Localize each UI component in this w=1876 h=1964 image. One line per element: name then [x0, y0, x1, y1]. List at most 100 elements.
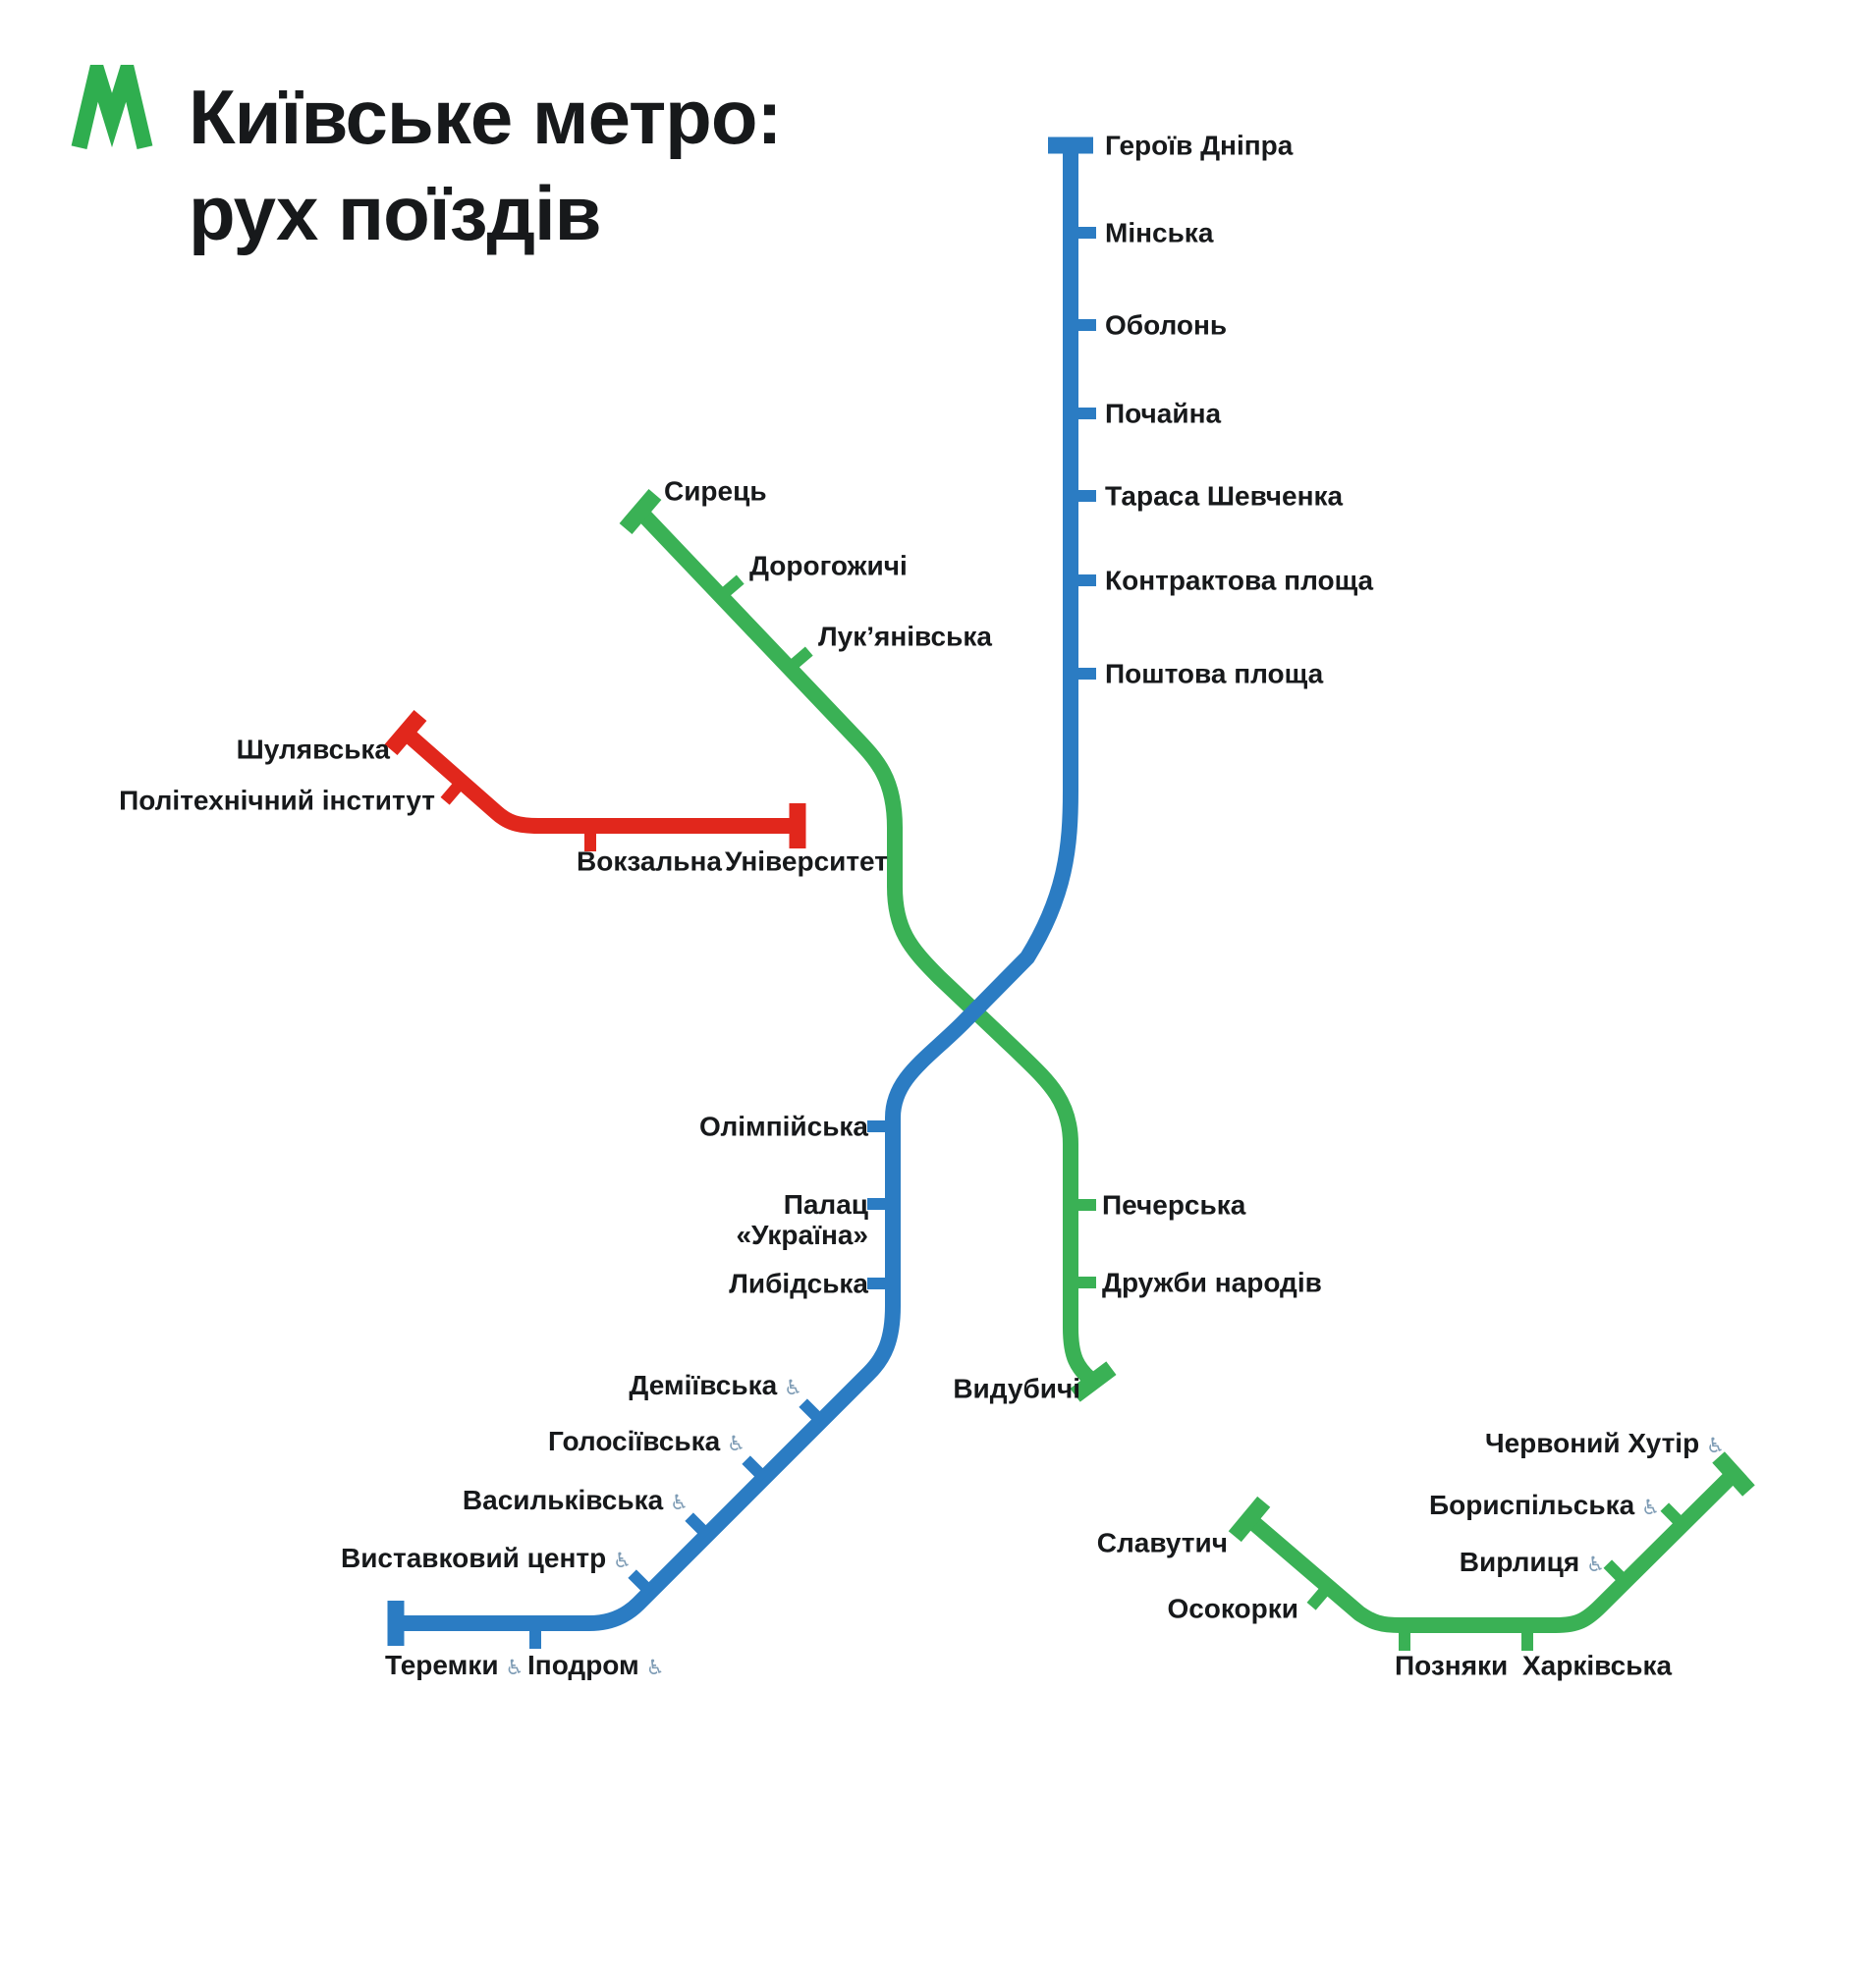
station-label: Славутич [1097, 1528, 1228, 1558]
station-label: Осокорки [1167, 1594, 1298, 1624]
station-label: Іподром ♿ [527, 1650, 665, 1683]
green-line-m3-path [1243, 1468, 1739, 1633]
station-name-text: Червоний Хутір [1484, 1428, 1700, 1458]
station-label: Видубичі [953, 1374, 1080, 1404]
map-title-line2: рух поїздів [189, 170, 602, 256]
station-label: Палац«Україна» [736, 1189, 868, 1250]
red-line-m1-path [400, 726, 798, 834]
station-label: Голосіївська ♿ [548, 1426, 745, 1459]
station-label: Вокзальна [577, 846, 722, 877]
station-label: Почайна [1105, 399, 1221, 429]
station-name-text: Шулявська [236, 734, 390, 765]
station-name-text: Славутич [1096, 1527, 1228, 1558]
station-name-text: Поштова площа [1105, 658, 1324, 689]
station-name-text: Університет [725, 846, 888, 877]
station-name-text: Героїв Дніпра [1105, 130, 1294, 161]
map-title-line1: Київське метро: [189, 74, 782, 160]
station-tick-marker [685, 1512, 712, 1540]
station-name-text: Позняки [1395, 1650, 1509, 1681]
wheelchair-icon: ♿ [505, 1656, 524, 1679]
station-label-line: «Україна» [736, 1220, 868, 1250]
station-tick-marker [628, 1569, 655, 1597]
station-label: Сирець [664, 476, 767, 507]
wheelchair-icon: ♿ [727, 1432, 745, 1455]
station-name-text: Печерська [1102, 1189, 1246, 1221]
station-tick-marker [742, 1455, 769, 1483]
terminal-cap-marker [1228, 1496, 1271, 1543]
station-tick-marker [717, 574, 745, 601]
station-name-text: Вирлиця [1459, 1547, 1580, 1577]
station-label: Деміївська ♿ [629, 1370, 802, 1403]
station-tick-marker [1306, 1583, 1333, 1610]
station-label: Поштова площа [1105, 659, 1323, 689]
station-label: Контрактова площа [1105, 566, 1373, 596]
wheelchair-icon: ♿ [1706, 1434, 1725, 1457]
station-tick-marker [1660, 1502, 1687, 1530]
station-label: Виставковий центр ♿ [341, 1543, 632, 1576]
station-name-text: Голосіївська [548, 1426, 721, 1456]
station-label: Позняки [1395, 1651, 1508, 1681]
station-label: Васильківська ♿ [463, 1485, 689, 1518]
station-name-text: Вокзальна [577, 846, 722, 877]
station-label: Оболонь [1105, 310, 1227, 341]
wheelchair-icon: ♿ [1586, 1553, 1605, 1576]
station-name-text: Олімпійська [699, 1111, 868, 1142]
station-label: Шулявська [237, 735, 390, 765]
station-name-text: Сирець [664, 475, 767, 507]
station-tick-marker [440, 778, 467, 805]
station-tick-marker [786, 646, 813, 673]
station-name-text: Лук’янівська [818, 621, 992, 652]
station-label: Мінська [1105, 218, 1213, 248]
wheelchair-icon: ♿ [670, 1491, 689, 1514]
station-label: Вирлиця ♿ [1460, 1547, 1605, 1580]
station-name-text: Васильківська [462, 1485, 664, 1515]
station-name-text: Либідська [729, 1268, 868, 1299]
station-name-text: Осокорки [1167, 1593, 1298, 1624]
station-label-line: Палац [783, 1189, 868, 1220]
station-label: Дружби народів [1102, 1268, 1322, 1298]
metro-m-icon [71, 65, 153, 150]
station-label: Дорогожичі [749, 551, 908, 581]
blue-line-m2-path [396, 138, 1078, 1631]
station-label: Олімпійська [699, 1112, 868, 1142]
station-label: Харківська [1522, 1651, 1672, 1681]
station-label: Героїв Дніпра [1105, 131, 1293, 161]
station-label: Теремки ♿ [385, 1650, 524, 1683]
map-title: Київське метро: рух поїздів [189, 69, 782, 261]
station-name-text: Тараса Шевченка [1105, 480, 1344, 512]
wheelchair-icon: ♿ [784, 1376, 802, 1399]
wheelchair-icon: ♿ [645, 1656, 665, 1679]
station-label: Університет [725, 846, 888, 877]
station-label: Політехнічний інститут [119, 786, 435, 816]
station-label: Либідська [729, 1269, 868, 1299]
station-name-text: Харківська [1522, 1650, 1673, 1681]
station-name-text: Оболонь [1105, 309, 1228, 341]
terminal-cap-marker [384, 709, 427, 756]
station-name-text: Почайна [1105, 398, 1222, 429]
station-name-text: Деміївська [629, 1370, 778, 1400]
station-name-text: Іподром [527, 1650, 639, 1680]
station-name-text: Політехнічний інститут [119, 785, 435, 816]
wheelchair-icon: ♿ [1641, 1496, 1660, 1519]
station-label: Печерська [1102, 1190, 1245, 1221]
station-name-text: Мінська [1105, 217, 1214, 248]
station-label: Тараса Шевченка [1105, 481, 1343, 512]
station-tick-marker [799, 1398, 826, 1426]
station-name-text: Контрактова площа [1105, 565, 1374, 596]
station-name-text: Теремки [385, 1650, 499, 1680]
station-label: Червоний Хутір ♿ [1485, 1428, 1725, 1461]
green-line-m3-path [635, 506, 1099, 1389]
station-name-text: Бориспільська [1428, 1490, 1635, 1520]
station-name-text: Виставковий центр [340, 1543, 607, 1573]
kyiv-metro-logo [71, 65, 153, 150]
station-label: Бориспільська ♿ [1429, 1490, 1660, 1523]
station-name-text: Дорогожичі [749, 550, 908, 581]
terminal-cap-marker [1070, 1361, 1117, 1402]
station-name-text: Дружби народів [1102, 1267, 1322, 1298]
station-tick-marker [1603, 1559, 1630, 1587]
terminal-cap-marker [619, 488, 662, 535]
wheelchair-icon: ♿ [613, 1549, 632, 1572]
station-name-text: Видубичі [953, 1373, 1080, 1404]
